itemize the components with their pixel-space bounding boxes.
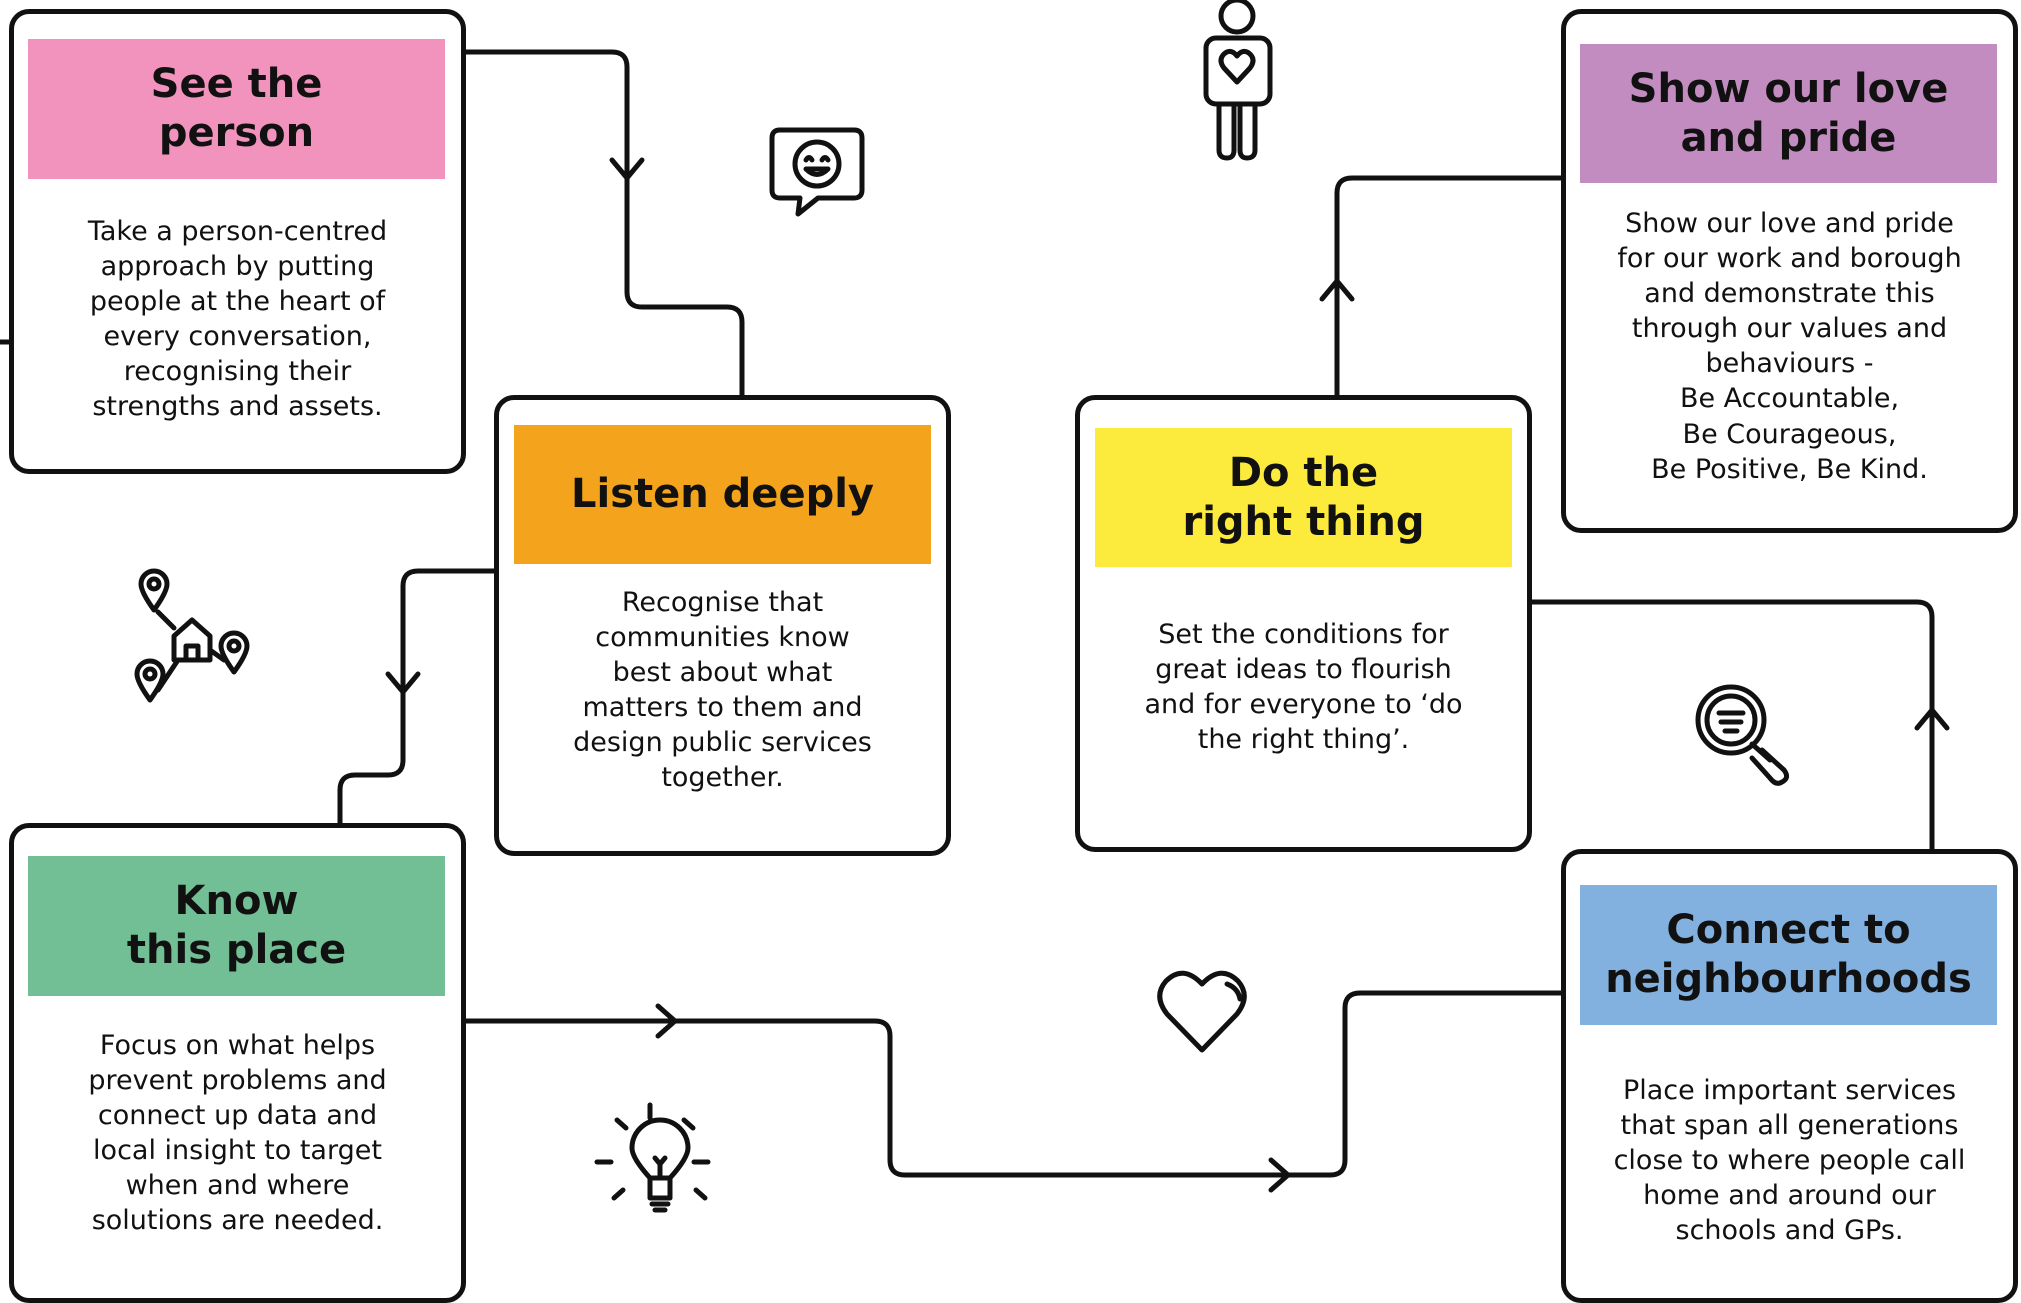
arrow-right-know-section [655,1003,678,1039]
arrow-right-bottom-section [1268,1157,1291,1193]
connector-see-to-listen [461,49,745,400]
card-listen-deeply: Listen deeply Recognise that communities… [494,395,951,856]
arrow-up-doright-to-showlove [1319,278,1355,302]
card-body-listen-deeply: Recognise that communities know best abo… [573,587,872,794]
card-show-our-love-and-pride: Show our love and pride Show our love an… [1561,9,2018,533]
heart-icon [1157,970,1247,1053]
card-title-text: Connect to neighbourhoods [1605,907,1972,1002]
card-body-show-our-love-and-pride: Show our love and pride for our work and… [1617,208,1962,485]
lightbulb-icon [594,1102,711,1213]
card-do-the-right-thing: Do the right thing Set the conditions fo… [1075,395,1532,852]
card-title-listen-deeply: Listen deeply [514,425,931,564]
card-title-text: Listen deeply [571,471,874,518]
arrow-down-see-to-listen [609,157,645,181]
card-title-do-the-right-thing: Do the right thing [1095,428,1512,567]
card-title-text: Know this place [126,878,347,973]
card-title-show-our-love-and-pride: Show our love and pride [1580,44,1997,183]
card-title-connect-to-neighbourhoods: Connect to neighbourhoods [1580,885,1997,1025]
magnifier-icon [1695,684,1790,786]
card-body-connect-to-neighbourhoods: Place important services that span all g… [1613,1075,1966,1247]
arrow-up-connect-to-doright [1914,707,1950,731]
card-title-see-the-person: See the person [28,39,445,179]
person-heart-icon [1203,0,1273,161]
connector-connect-to-doright [1527,599,1935,854]
card-title-text: Do the right thing [1182,449,1425,545]
connector-doright-to-showlove [1334,175,1566,400]
card-body-know-this-place: Focus on what helps prevent problems and… [88,1030,387,1237]
card-body-see-the-person: Take a person-centred approach by puttin… [87,216,388,423]
map-pins-house-icon [134,568,250,703]
smiley-speech-bubble-icon [769,127,865,217]
connector-know-to-connect [461,990,1566,1178]
card-see-the-person: See the person Take a person-centred app… [9,9,466,474]
arrow-down-listen-to-know [385,671,421,695]
card-title-text: See the person [150,61,323,156]
card-connect-to-neighbourhoods: Connect to neighbourhoods Place importan… [1561,849,2018,1303]
card-title-text: Show our love and pride [1628,65,1949,161]
connector-listen-to-know [337,568,499,828]
card-know-this-place: Know this place Focus on what helps prev… [9,823,466,1303]
card-body-do-the-right-thing: Set the conditions for great ideas to fl… [1144,619,1463,756]
card-title-know-this-place: Know this place [28,856,445,996]
